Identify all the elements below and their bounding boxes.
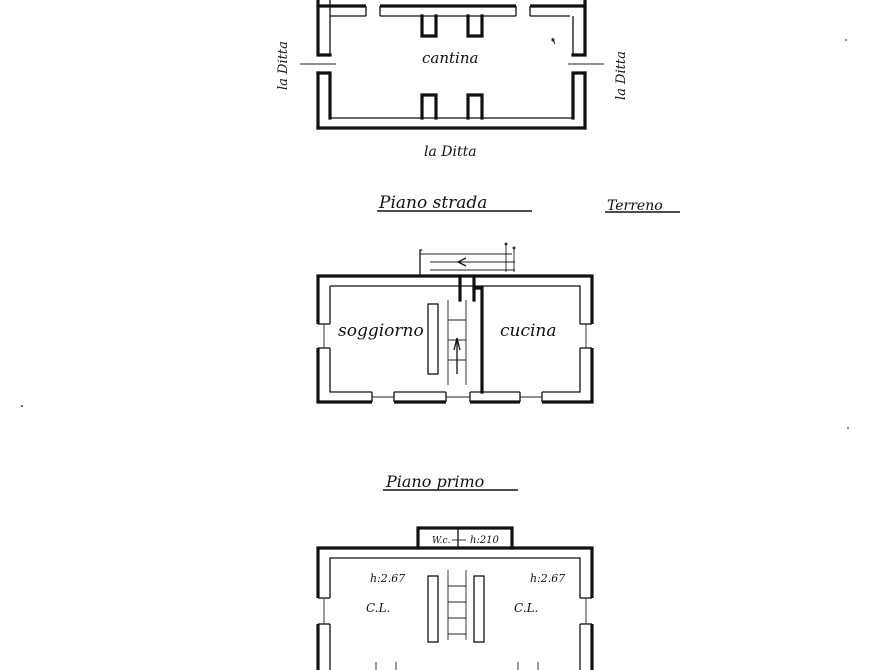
first-floor-plan [314, 526, 596, 670]
cellar-plan [300, 0, 604, 130]
ground-room-soggiorno: soggiorno [338, 321, 424, 341]
ground-floor-title: Piano strada [378, 193, 487, 213]
first-floor-room-right: C.L. [514, 601, 538, 615]
first-floor-title: Piano primo [385, 472, 484, 491]
scan-speck [845, 39, 847, 41]
ground-room-cucina: cucina [500, 321, 557, 341]
first-floor-wc-height: h:210 [470, 535, 500, 546]
ground-floor-subtitle: Terreno [607, 198, 663, 214]
cellar-neighbor-left: la Ditta [276, 41, 291, 90]
first-floor-height-right: h:2.67 [530, 572, 565, 585]
cellar-neighbor-right: la Ditta [614, 51, 629, 100]
first-floor-room-left: C.L. [366, 601, 390, 615]
ground-floor-plan [314, 242, 596, 406]
first-floor-wc-label: W.c. [432, 536, 451, 546]
scan-speck [21, 405, 23, 407]
scan-speck [847, 427, 849, 429]
cellar-room-label: cantina [422, 49, 478, 67]
cellar-neighbor-bottom: la Ditta [424, 144, 477, 160]
first-floor-height-left: h:2.67 [370, 572, 405, 585]
